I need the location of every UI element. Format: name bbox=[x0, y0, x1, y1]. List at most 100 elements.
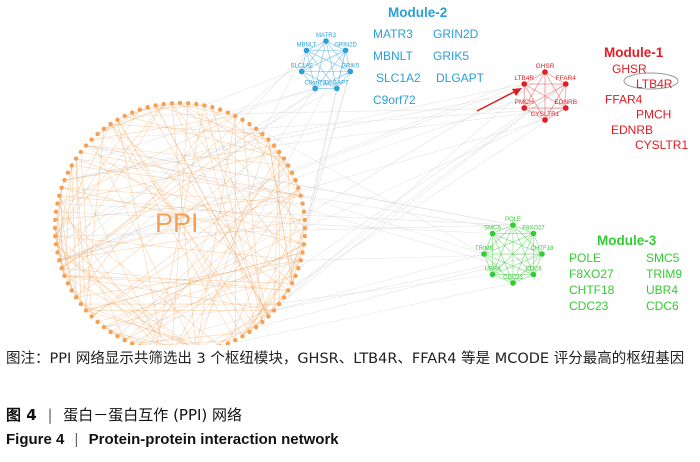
ppi-edge bbox=[287, 219, 306, 291]
module-edge bbox=[492, 274, 514, 284]
module-node-label: UBR4 bbox=[484, 267, 501, 273]
module-node bbox=[542, 69, 548, 75]
gene-list-item: MBNLT bbox=[373, 49, 413, 63]
module-edge bbox=[306, 50, 338, 89]
figure-title-cn: 蛋白－蛋白互作 (PPI) 网络 bbox=[63, 406, 243, 424]
caption-separator-en: | bbox=[74, 431, 79, 448]
module-edge bbox=[512, 274, 534, 284]
gene-list-item: FFAR4 bbox=[605, 92, 643, 106]
ppi-edge bbox=[61, 133, 263, 269]
ppi-node bbox=[62, 273, 67, 279]
ppi-edge bbox=[110, 123, 236, 341]
ppi-node bbox=[138, 344, 142, 345]
ppi-node bbox=[271, 308, 277, 313]
module-edge bbox=[345, 50, 351, 72]
ppi-edge bbox=[85, 310, 202, 345]
ppi-node bbox=[122, 337, 127, 343]
ppi-node bbox=[78, 149, 84, 155]
ppi-edge bbox=[268, 139, 293, 284]
ppi-edge bbox=[61, 128, 257, 269]
ppi-node bbox=[115, 334, 120, 339]
ppi-edge bbox=[58, 195, 73, 291]
bridge-edge bbox=[57, 203, 514, 226]
ppi-edge bbox=[155, 105, 269, 140]
ppi-edge bbox=[171, 102, 236, 117]
ppi-edge bbox=[204, 105, 263, 323]
ppi-edge bbox=[124, 187, 299, 341]
module-node-label: C9orf72 bbox=[304, 81, 326, 87]
ppi-edge bbox=[57, 165, 73, 253]
module-edge bbox=[483, 253, 493, 275]
module-edge bbox=[512, 224, 534, 234]
ppi-edge bbox=[85, 145, 289, 291]
module-1-title: Module-1 bbox=[604, 45, 664, 60]
bridge-edge bbox=[55, 224, 514, 237]
ltb4r-highlight-ellipse bbox=[623, 72, 679, 90]
ppi-edges bbox=[54, 102, 306, 345]
ppi-node bbox=[95, 319, 100, 325]
gene-list-item: C9orf72 bbox=[373, 93, 416, 107]
ppi-edge bbox=[103, 115, 125, 130]
ppi-node bbox=[266, 137, 271, 142]
bridge-edge bbox=[103, 274, 493, 328]
ppi-edge bbox=[177, 187, 299, 345]
ppi-edge bbox=[171, 103, 299, 269]
gene-list-item: CYSLTR1 bbox=[635, 138, 688, 152]
ppi-node bbox=[286, 163, 291, 168]
ppi-edge bbox=[61, 267, 289, 291]
ppi-node bbox=[53, 209, 59, 214]
bridge-edge bbox=[227, 88, 316, 113]
module-node bbox=[298, 68, 305, 75]
ppi-node bbox=[59, 185, 64, 191]
module-node bbox=[334, 85, 340, 92]
module-node-label: TRIM9 bbox=[475, 246, 494, 252]
module-node bbox=[342, 47, 349, 54]
ppi-edge bbox=[268, 139, 293, 284]
bridge-edge bbox=[300, 195, 485, 255]
module-edge bbox=[336, 71, 351, 89]
ppi-edge bbox=[61, 103, 164, 269]
ppi-node bbox=[73, 295, 79, 300]
module-node-label: CHTF18 bbox=[531, 246, 554, 252]
ppi-node bbox=[293, 177, 298, 183]
ppi-node bbox=[53, 233, 58, 239]
ppi-edge bbox=[103, 102, 181, 130]
ppi-node bbox=[260, 131, 265, 137]
ppi-node bbox=[247, 329, 252, 335]
ppi-edge bbox=[156, 105, 205, 345]
module-edge bbox=[301, 50, 307, 72]
module-3-title: Module-3 bbox=[597, 233, 657, 248]
ppi-node bbox=[137, 107, 143, 112]
module-node-label: SMC5 bbox=[484, 225, 501, 231]
module-node bbox=[347, 68, 354, 75]
module-edge bbox=[306, 50, 316, 89]
module-node bbox=[521, 81, 528, 87]
ppi-node bbox=[78, 301, 84, 307]
ppi-edge bbox=[64, 275, 293, 284]
ppi-node bbox=[69, 288, 74, 293]
ppi-node bbox=[302, 217, 307, 223]
ppi-node bbox=[161, 101, 166, 107]
ppi-node bbox=[89, 137, 94, 142]
ppi-edge bbox=[97, 260, 301, 323]
ppi-node bbox=[177, 100, 183, 106]
ppi-edge bbox=[85, 252, 303, 311]
ppi-node bbox=[108, 121, 113, 127]
gene-list-item: SLC1A2 bbox=[376, 71, 421, 85]
inter-module-edges bbox=[55, 40, 566, 345]
ppi-edge bbox=[64, 275, 275, 311]
module-edge bbox=[306, 40, 327, 51]
ppi-node bbox=[298, 258, 303, 263]
ppi-edge bbox=[85, 252, 303, 311]
ppi-node bbox=[271, 143, 277, 148]
gene-list-item: EDNRB bbox=[611, 123, 653, 137]
gene-list-item: GRIN2D bbox=[433, 27, 479, 41]
ppi-edge bbox=[255, 128, 301, 196]
ppi-edge bbox=[117, 172, 293, 337]
module-node-label: GRIN2D bbox=[334, 42, 357, 48]
ppi-node bbox=[129, 341, 135, 345]
ppi-edge bbox=[103, 326, 153, 345]
ppi-node bbox=[253, 126, 259, 132]
module-node-label: PMCH bbox=[515, 99, 534, 106]
module-node-label: GHSR bbox=[536, 63, 555, 70]
